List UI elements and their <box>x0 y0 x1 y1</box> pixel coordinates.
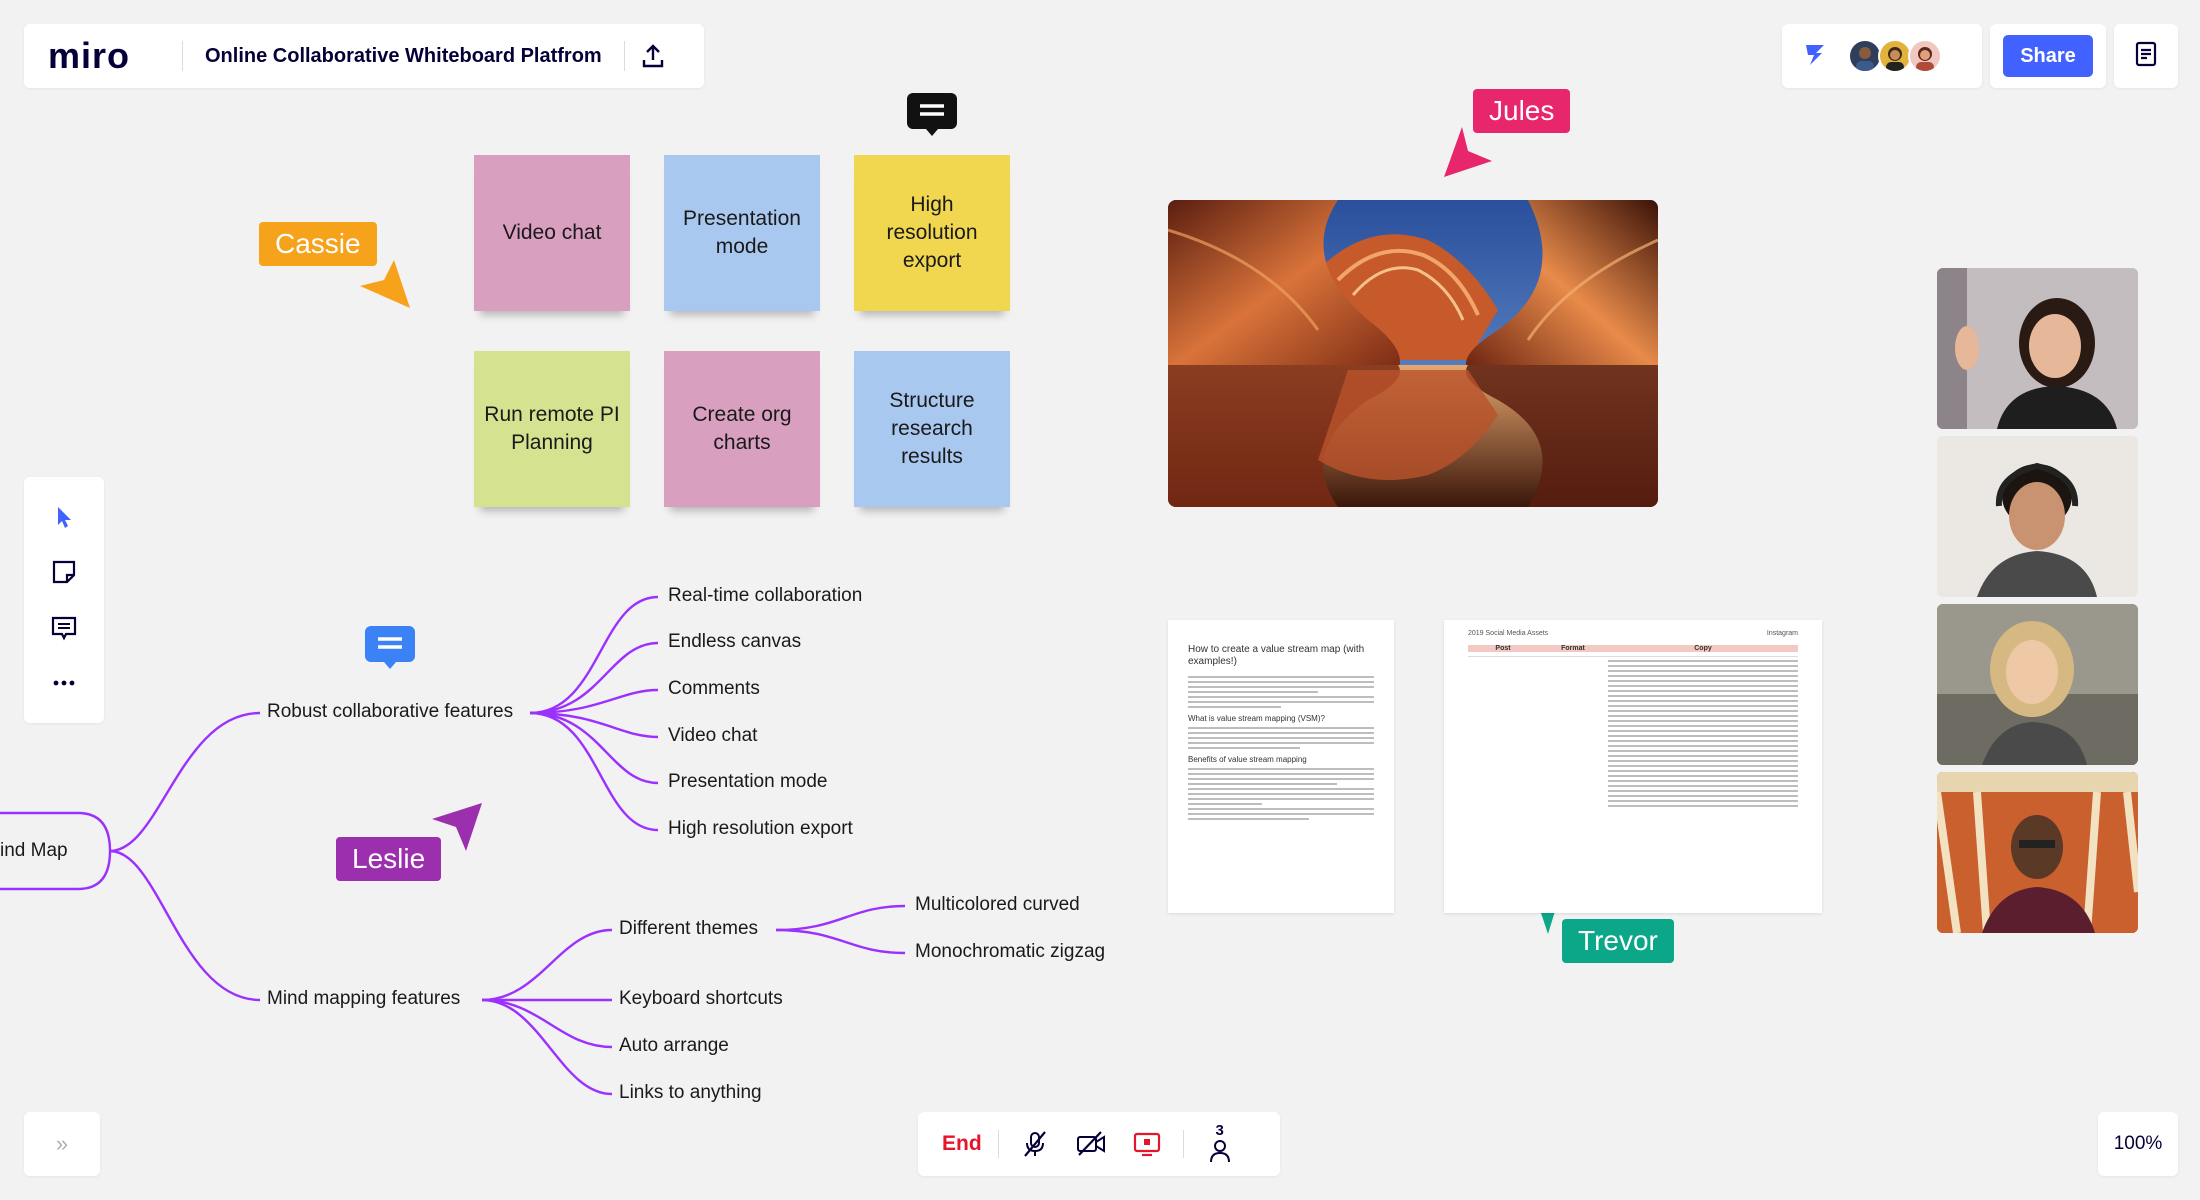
call-controls: End 3 <box>918 1112 1280 1176</box>
doc-tag: Instagram <box>1766 630 1798 637</box>
mind-map-node[interactable]: Comments <box>668 678 760 699</box>
document-value-stream-map[interactable]: How to create a value stream map (with e… <box>1168 620 1394 913</box>
doc-title: How to create a value stream map (with e… <box>1188 644 1365 667</box>
camera-off-icon[interactable] <box>1063 1116 1119 1172</box>
sticky-note[interactable]: High resolution export <box>854 155 1010 311</box>
end-call-button[interactable]: End <box>942 1132 982 1155</box>
person-icon <box>1209 1140 1230 1163</box>
zoom-level[interactable]: 100% <box>2098 1112 2178 1176</box>
mind-map-connectors <box>0 595 906 1096</box>
share-button[interactable]: Share <box>2003 35 2093 77</box>
mind-map-node[interactable]: Real-time collaboration <box>668 585 863 606</box>
sticky-text: High resolution export <box>886 193 978 272</box>
video-tile[interactable] <box>1937 604 2138 765</box>
divider <box>997 1130 999 1158</box>
mind-map-node[interactable]: Mind mapping features <box>267 988 461 1009</box>
landscape-image[interactable] <box>1168 200 1658 507</box>
table-header: Format <box>1561 645 1585 652</box>
mind-map-node[interactable]: Robust collaborative features <box>267 701 514 722</box>
mind-map-root[interactable]: ind Map <box>0 840 68 861</box>
mind-map-node[interactable]: Different themes <box>619 918 759 939</box>
comment-bubble-icon[interactable] <box>364 625 416 676</box>
video-tile[interactable] <box>1937 436 2138 597</box>
doc-title: 2019 Social Media Assets <box>1468 630 1549 637</box>
mind-map-node[interactable]: Monochromatic zigzag <box>915 941 1106 962</box>
avatar[interactable] <box>1908 39 1942 73</box>
cursor-icon-cassie <box>358 258 412 317</box>
comment-icon[interactable] <box>40 604 88 652</box>
collaborators-bar <box>1782 24 1982 88</box>
notes-icon[interactable] <box>2132 40 2160 73</box>
miro-logo[interactable]: miro <box>48 35 131 76</box>
mind-map-node[interactable]: Presentation mode <box>668 771 828 792</box>
zoom-value: 100% <box>2113 1133 2163 1154</box>
sticky-note-icon[interactable] <box>40 548 88 596</box>
cursor-name-tag-cassie: Cassie <box>259 222 377 266</box>
sticky-text: Video chat <box>502 221 602 244</box>
avatar[interactable] <box>1848 39 1882 73</box>
mind-map-node[interactable]: High resolution export <box>668 818 853 839</box>
cursor-icon-leslie <box>430 801 484 860</box>
divider <box>1182 1130 1184 1158</box>
screen-share-icon[interactable] <box>1119 1116 1175 1172</box>
sticky-text: Presentation mode <box>683 207 801 258</box>
sticky-note[interactable]: Create org charts <box>664 351 820 507</box>
expand-panel-button[interactable]: » <box>24 1112 100 1176</box>
participants-count: 3 <box>1215 1122 1224 1139</box>
video-tile[interactable] <box>1937 268 2138 429</box>
table-header: Copy <box>1694 645 1712 652</box>
table-header: Post <box>1495 645 1511 652</box>
sticky-text: Structure research results <box>889 389 975 468</box>
board-header: miro Online Collaborative Whiteboard Pla… <box>24 24 704 88</box>
comment-bubble-icon[interactable] <box>906 92 958 143</box>
expand-icon: » <box>55 1131 69 1156</box>
video-tile[interactable] <box>1937 772 2138 933</box>
divider <box>623 41 625 71</box>
sticky-note[interactable]: Structure research results <box>854 351 1010 507</box>
cursor-name-tag-trevor: Trevor <box>1562 919 1674 963</box>
sticky-text: Run remote PI Planning <box>484 403 620 454</box>
mind-map-node[interactable]: Keyboard shortcuts <box>619 988 783 1009</box>
sticky-text: Create org charts <box>692 403 792 454</box>
avatar-group[interactable] <box>1848 39 1942 73</box>
cursor-name-tag-leslie: Leslie <box>336 837 442 881</box>
document-social-media-assets[interactable]: 2019 Social Media Assets Instagram Post … <box>1444 620 1822 913</box>
mind-map-node[interactable]: Endless canvas <box>668 631 802 652</box>
sticky-note[interactable]: Presentation mode <box>664 155 820 311</box>
doc-heading: What is value stream mapping (VSM)? <box>1188 714 1325 723</box>
sticky-note[interactable]: Run remote PI Planning <box>474 351 630 507</box>
select-cursor-icon[interactable] <box>40 493 88 541</box>
avatar[interactable] <box>1878 39 1912 73</box>
mind-map-node[interactable]: Links to anything <box>619 1082 762 1103</box>
more-icon[interactable] <box>40 659 88 707</box>
board-title[interactable]: Online Collaborative Whiteboard Platfrom <box>205 44 602 67</box>
cursor-icon-jules <box>1442 125 1496 184</box>
divider <box>182 41 183 71</box>
mind-map-node[interactable]: Multicolored curved <box>915 894 1080 915</box>
notes-panel <box>2114 24 2178 88</box>
mind-map-node[interactable]: Video chat <box>668 725 758 746</box>
left-toolbar <box>24 477 104 723</box>
participants-button[interactable]: 3 <box>1192 1116 1248 1172</box>
upload-icon[interactable] <box>625 28 681 84</box>
miro-collab-icon[interactable] <box>1802 41 1828 72</box>
sticky-note[interactable]: Video chat <box>474 155 630 311</box>
share-panel: Share <box>1990 24 2106 88</box>
mic-off-icon[interactable] <box>1007 1116 1063 1172</box>
cursor-name-tag-jules: Jules <box>1473 89 1571 133</box>
table-body <box>1468 654 1798 807</box>
mind-map-node[interactable]: Auto arrange <box>619 1035 729 1056</box>
doc-heading: Benefits of value stream mapping <box>1188 755 1307 764</box>
